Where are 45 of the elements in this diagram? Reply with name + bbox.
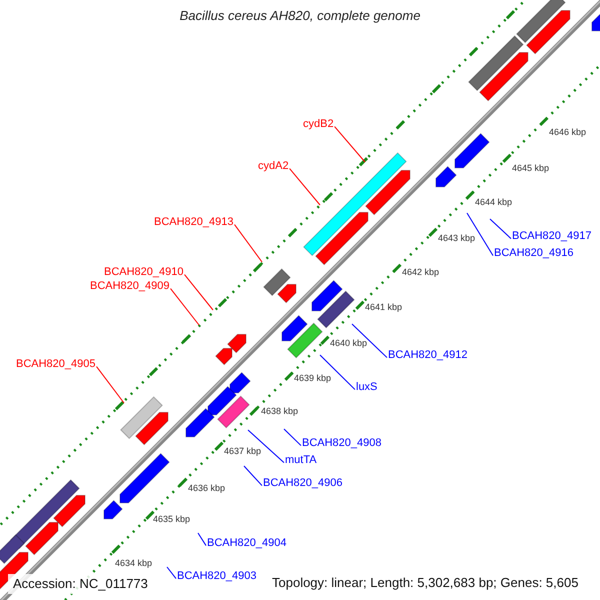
gene-label: BCAH820_4917 <box>512 230 592 244</box>
position-label: 4643 kbp <box>438 233 476 244</box>
gene-label: BCAH820_4913 <box>154 216 234 230</box>
position-label: 4641 kbp <box>365 302 402 313</box>
gene-label: BCAH820_4912 <box>388 349 468 362</box>
gene-label: BCAH820_4910 <box>104 266 184 280</box>
position-label: 4644 kbp <box>475 197 512 208</box>
leader-line <box>244 466 262 486</box>
leader-line <box>284 428 302 446</box>
position-label: 4646 kbp <box>549 127 586 138</box>
position-label: 4638 kbp <box>261 406 298 417</box>
leader-line <box>96 366 124 404</box>
position-label: 4635 kbp <box>153 514 190 525</box>
leader-line <box>352 324 388 358</box>
position-label: 4637 kbp <box>224 446 262 457</box>
leader-line <box>198 532 206 546</box>
position-label: 4636 kbp <box>188 483 226 494</box>
gene-label: BCAH820_4908 <box>302 437 382 450</box>
leader-line <box>170 288 200 326</box>
leader-line <box>320 354 356 390</box>
position-label: 4640 kbp <box>330 338 368 349</box>
gene-label: cydB2 <box>303 118 334 132</box>
gene-label: BCAH820_4903 <box>177 570 257 584</box>
leader-line <box>234 224 262 262</box>
diagram-title: Bacillus cereus AH820, complete genome <box>178 8 422 24</box>
leader-line <box>166 566 176 580</box>
leader-line <box>490 218 512 240</box>
position-label: 4639 kbp <box>294 373 332 384</box>
gene-label: luxS <box>356 381 378 394</box>
gene-label: BCAH820_4909 <box>90 280 170 294</box>
leader-line <box>334 126 366 162</box>
position-label: 4642 kbp <box>402 267 440 278</box>
position-label: 4645 kbp <box>512 163 550 174</box>
genome-summary-text: Topology: linear; Length: 5,302,683 bp; Genes: 5,605 <box>272 575 578 591</box>
gene-label: BCAH820_4916 <box>494 247 574 260</box>
gene-label: cydA2 <box>258 160 289 174</box>
leader-line <box>466 212 494 256</box>
gene-label: mutTA <box>285 454 317 468</box>
gene-label: BCAH820_4904 <box>207 537 287 550</box>
gene-label: BCAH820_4906 <box>263 477 343 490</box>
leader-line <box>184 274 214 310</box>
leader-line <box>289 168 320 206</box>
position-label: 4634 kbp <box>115 558 152 569</box>
leader-line <box>248 430 284 464</box>
gene-label: BCAH820_4905 <box>16 358 96 372</box>
